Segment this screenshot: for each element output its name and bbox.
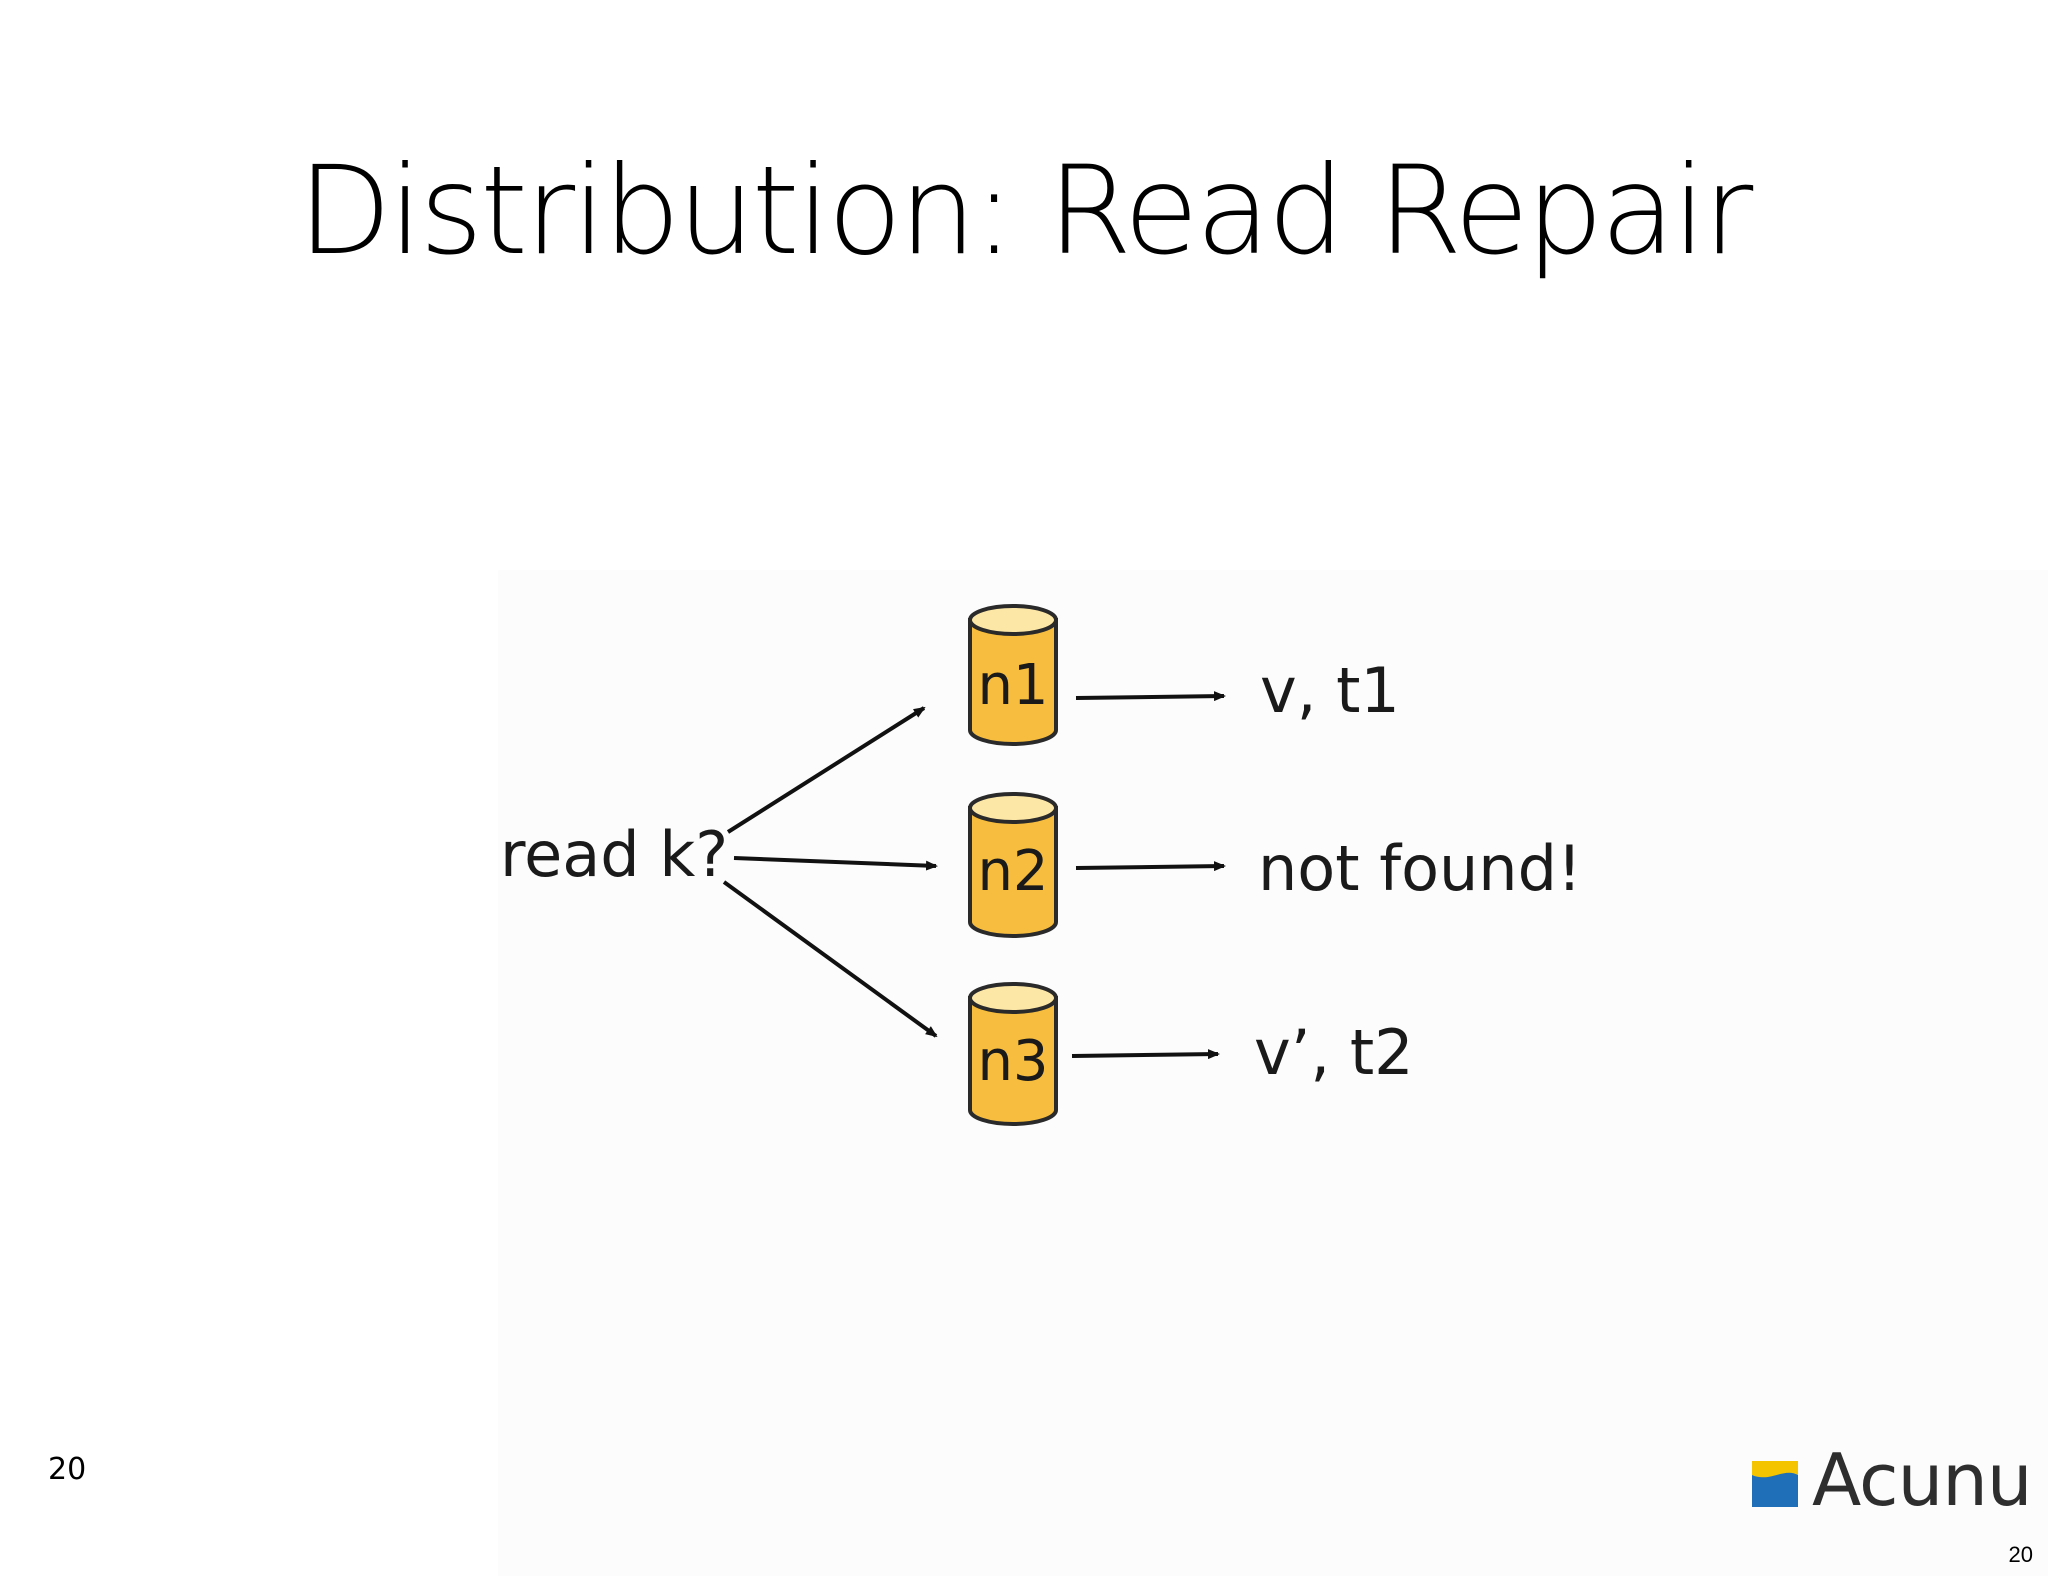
slide-number: 20 bbox=[48, 1452, 87, 1487]
database-icon-top bbox=[968, 982, 1058, 1014]
node-label-n3: n3 bbox=[977, 1029, 1048, 1094]
result-n3: v’, t2 bbox=[1254, 1016, 1414, 1089]
node-label-n1: n1 bbox=[977, 653, 1048, 718]
arrow-to-n3 bbox=[722, 880, 938, 1038]
diagram-background bbox=[498, 570, 2048, 1576]
node-n3: n3 bbox=[968, 982, 1058, 1126]
result-n2: not found! bbox=[1258, 832, 1582, 905]
database-icon-top bbox=[968, 792, 1058, 824]
arrow-n3-result bbox=[1071, 1049, 1220, 1060]
arrow-to-n1 bbox=[726, 706, 926, 834]
node-n1: n1 bbox=[968, 604, 1058, 746]
database-icon-top bbox=[968, 604, 1058, 636]
database-icon bbox=[968, 806, 1058, 938]
node-label-n2: n2 bbox=[977, 839, 1048, 904]
acunu-logo-icon bbox=[1752, 1461, 1798, 1507]
database-icon bbox=[968, 618, 1058, 746]
arrow-n2-result bbox=[1075, 861, 1226, 872]
arrow-to-n2 bbox=[733, 856, 938, 871]
arrow-n1-result bbox=[1075, 691, 1226, 702]
acunu-logo: Acunu bbox=[1752, 1438, 2032, 1522]
result-n1: v, t1 bbox=[1260, 654, 1400, 727]
page-number: 20 bbox=[2008, 1542, 2033, 1567]
slide-title: Distribution: Read Repair bbox=[297, 140, 1754, 282]
database-icon bbox=[968, 996, 1058, 1126]
source-label: read k? bbox=[500, 818, 728, 891]
node-n2: n2 bbox=[968, 792, 1058, 938]
logo-text: Acunu bbox=[1812, 1438, 2032, 1522]
